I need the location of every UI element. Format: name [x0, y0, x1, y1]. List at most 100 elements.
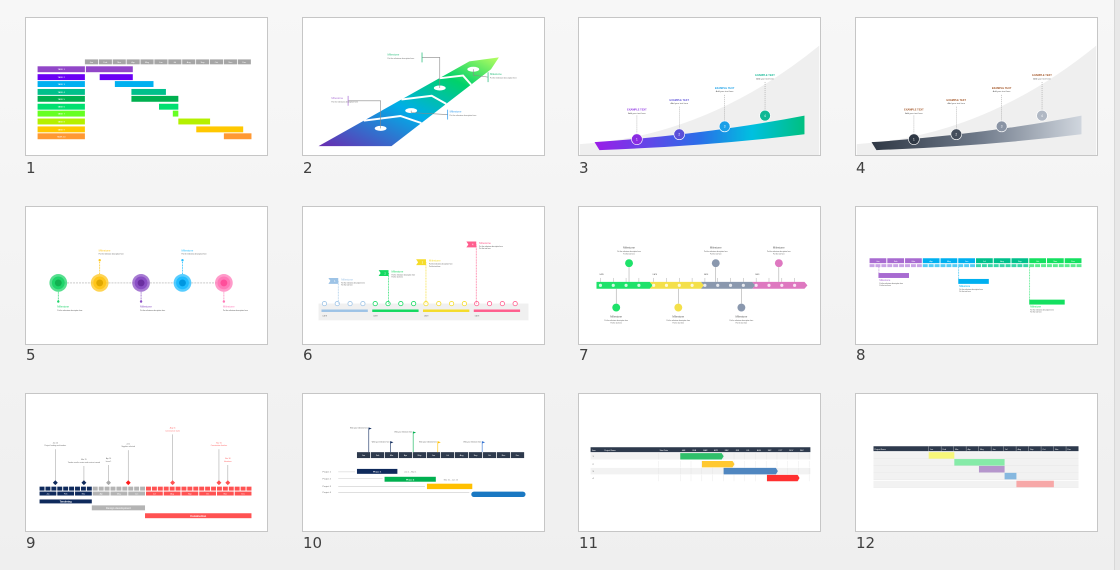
- task-label-box: [37, 118, 85, 125]
- week-cell: [1076, 264, 1082, 268]
- vertical-scrollbar[interactable]: [1114, 0, 1120, 570]
- milestone-desc: Put the text here: [623, 252, 635, 255]
- task-arrow-bar: [701, 461, 735, 468]
- timeline-dot: [499, 301, 505, 307]
- week-cell: [163, 486, 169, 491]
- month-label: Nov: [224, 494, 228, 496]
- table-row: [873, 465, 1079, 473]
- date-label: DATE: [322, 314, 327, 317]
- milestone-title: Milestone: [181, 248, 193, 252]
- milestone-pin: [737, 303, 746, 312]
- header-month: May: [980, 449, 984, 451]
- week-cell: [57, 486, 63, 491]
- week-cell: [169, 486, 175, 491]
- event-date: Jul 1: [126, 443, 130, 445]
- add-text: Add your text here: [905, 112, 923, 115]
- week-cell: [175, 486, 181, 491]
- add-text: Add your text here: [716, 90, 734, 93]
- example-text: EXAMPLE TEXT: [904, 108, 924, 112]
- step-ball: [673, 128, 686, 141]
- example-text: EXAMPLE TEXT: [1032, 73, 1052, 77]
- timeline-dot: [611, 283, 615, 287]
- week-cell: [905, 264, 910, 268]
- week-cell: [199, 486, 205, 491]
- milestone-desc: Put the text here: [429, 265, 441, 268]
- milestone-title: Milestone: [140, 305, 152, 309]
- task-bar: [172, 110, 179, 117]
- flag-number: 2: [384, 271, 386, 275]
- month-header-cell: [1046, 258, 1064, 264]
- timeline-segment: [700, 281, 756, 289]
- month-cell: [75, 491, 92, 496]
- phase-1-bar: [356, 468, 398, 474]
- item-number: 4: [593, 478, 595, 480]
- slide-number-1: 1: [26, 159, 36, 177]
- timeline-dot: [360, 301, 366, 307]
- month-header-cell: [887, 258, 905, 264]
- month-cell: [426, 452, 441, 459]
- task-bar: [131, 88, 166, 95]
- flag: [328, 277, 339, 284]
- timeline-dot: [334, 301, 340, 307]
- stem-dot: [222, 300, 226, 303]
- date-label: DATE: [755, 273, 760, 276]
- timeline-dot: [512, 301, 518, 307]
- timeline-dot: [664, 283, 669, 287]
- milestone-desc: Put the milestone description here: [767, 250, 791, 253]
- milestone-desc: Put the text here: [479, 247, 491, 250]
- milestone-title: Milestone: [479, 241, 491, 245]
- date-label: DATE: [424, 314, 429, 317]
- month-header-cell: [993, 258, 1011, 264]
- week-cell: [63, 486, 69, 491]
- milestone-title: Milestone: [1030, 305, 1041, 309]
- milestone-title: Milestone: [959, 284, 970, 288]
- milestone-desc: Put the milestone description here: [704, 250, 728, 253]
- project-label: Project 2: [322, 477, 331, 480]
- timeline-dot: [486, 301, 493, 307]
- week-cell: [92, 486, 98, 491]
- week-cell: [45, 486, 51, 491]
- month-label: Oct: [488, 454, 492, 457]
- stem-dot: [98, 259, 101, 262]
- task-label-box: [37, 126, 85, 133]
- week-cell: [240, 486, 246, 491]
- event-marker: [225, 480, 231, 486]
- week-cell: [157, 486, 163, 491]
- event-marker: [52, 480, 58, 486]
- month-label: Oct: [215, 61, 219, 64]
- task-label: TASK 6: [58, 106, 66, 109]
- task-label-box: [37, 66, 85, 73]
- task-bar: [196, 126, 244, 133]
- table-header: [873, 446, 1079, 452]
- item-number: 1: [593, 456, 594, 458]
- flag-text: Write your milestone here: [394, 430, 412, 433]
- milestone-desc: Put the milestone description here: [181, 253, 206, 256]
- month-label: Aug: [1000, 260, 1004, 263]
- month-label: Jul: [446, 455, 449, 457]
- header-month: Dec: [1068, 449, 1071, 451]
- event-marker: [216, 480, 222, 486]
- week-cell: [228, 486, 234, 491]
- step-ball: [1036, 109, 1048, 122]
- task-bar: [159, 103, 179, 110]
- example-text: EXAMPLE TEXT: [947, 98, 967, 102]
- date-label: DATE: [475, 314, 480, 317]
- step-ball: [631, 133, 643, 145]
- milestone-desc: Put the text here: [341, 284, 353, 287]
- month-label: Aug: [187, 61, 192, 64]
